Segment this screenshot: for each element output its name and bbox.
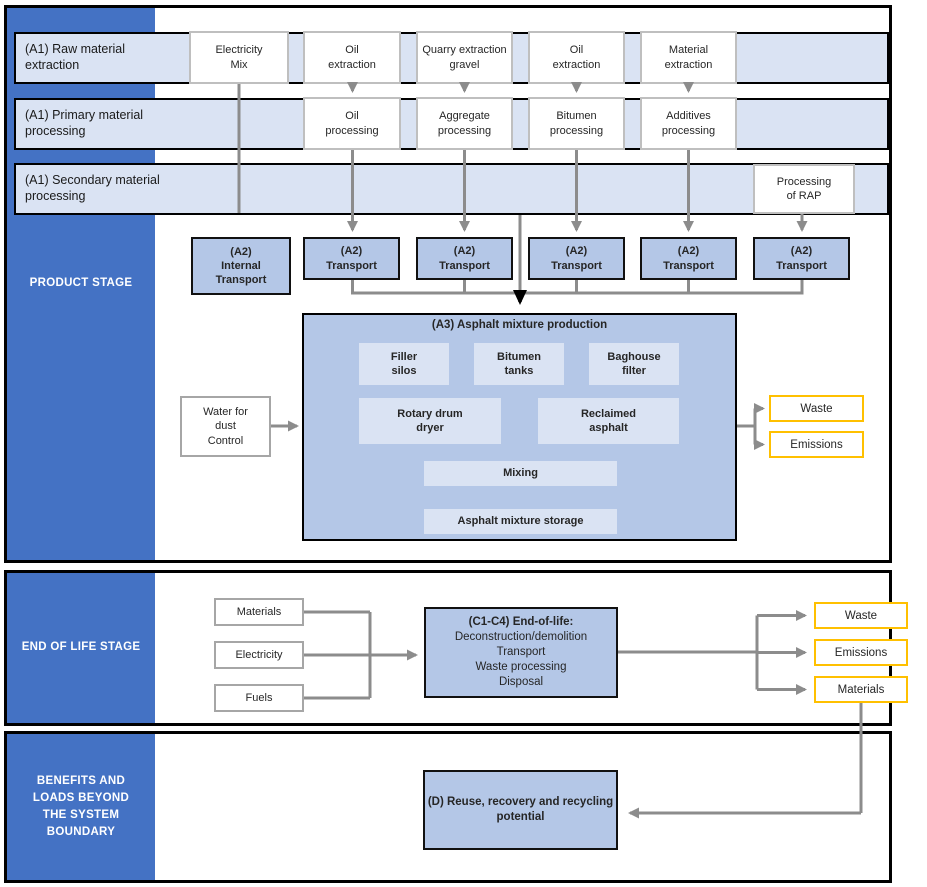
unit-mixing: Mixing [424, 461, 617, 486]
box-material-extraction: Material extraction [640, 31, 737, 84]
box-water-for-dust-control: Water for dust Control [180, 396, 271, 457]
box-d-reuse-recovery-recycling: (D) Reuse, recovery and recycling potent… [423, 770, 618, 850]
box-a2-transport-5: (A2) Transport [753, 237, 850, 280]
box-oil-processing: Oil processing [303, 97, 401, 150]
box-a2-transport-1: (A2) Transport [303, 237, 400, 280]
a3-title: (A3) Asphalt mixture production [431, 319, 608, 331]
c-box-step: Waste processing [475, 660, 567, 673]
box-a2-transport-3: (A2) Transport [528, 237, 625, 280]
box-aggregate-processing: Aggregate processing [416, 97, 513, 150]
c-box-title: (C1-C4) End-of-life: [468, 616, 574, 629]
box-additives-processing: Additives processing [640, 97, 737, 150]
output-waste-product: Waste [769, 395, 864, 422]
output-materials-eol: Materials [814, 676, 908, 703]
band-label: (A1) Secondary material processing [25, 173, 160, 203]
box-oil-extraction-1: Oil extraction [303, 31, 401, 84]
unit-filler-silos: Filler silos [359, 343, 449, 385]
box-quarry-extraction-gravel: Quarry extraction gravel [416, 31, 513, 84]
band-label: (A1) Primary material processing [25, 108, 144, 138]
input-electricity: Electricity [214, 641, 304, 669]
c-box-step: Disposal [498, 675, 544, 688]
output-emissions-eol: Emissions [814, 639, 908, 666]
benefits-sidebar: BENEFITS AND LOADS BEYOND THE SYSTEM BOU… [7, 734, 155, 880]
band-secondary-material-processing: (A1) Secondary material processing [14, 163, 889, 215]
box-electricity-mix: Electricity Mix [189, 31, 289, 84]
unit-reclaimed-asphalt: Reclaimed asphalt [538, 398, 679, 444]
c-box-step: Transport [496, 646, 546, 659]
unit-rotary-drum-dryer: Rotary drum dryer [359, 398, 501, 444]
c-box-step: Deconstruction/demolition [454, 631, 588, 644]
end-of-life-sidebar: END OF LIFE STAGE [7, 573, 155, 723]
box-a2-internal-transport: (A2) Internal Transport [191, 237, 291, 295]
box-c1-c4-end-of-life: (C1-C4) End-of-life: Deconstruction/demo… [424, 607, 618, 698]
unit-bitumen-tanks: Bitumen tanks [474, 343, 564, 385]
box-a3-asphalt-mixture-production: (A3) Asphalt mixture production Filler s… [302, 313, 737, 541]
unit-baghouse-filter: Baghouse filter [589, 343, 679, 385]
band-label: (A1) Raw material extraction [25, 42, 126, 72]
output-waste-eol: Waste [814, 602, 908, 629]
box-bitumen-processing: Bitumen processing [528, 97, 625, 150]
input-fuels: Fuels [214, 684, 304, 712]
product-stage-sidebar: PRODUCT STAGE [7, 8, 155, 560]
box-a2-transport-4: (A2) Transport [640, 237, 737, 280]
unit-asphalt-mixture-storage: Asphalt mixture storage [424, 509, 617, 534]
input-materials: Materials [214, 598, 304, 626]
end-of-life-section: END OF LIFE STAGE [4, 570, 892, 726]
box-a2-transport-2: (A2) Transport [416, 237, 513, 280]
box-processing-of-rap: Processing of RAP [753, 164, 855, 214]
benefits-label: BENEFITS AND LOADS BEYOND THE SYSTEM BOU… [32, 774, 130, 839]
output-emissions-product: Emissions [769, 431, 864, 458]
box-oil-extraction-2: Oil extraction [528, 31, 625, 84]
end-of-life-label: END OF LIFE STAGE [21, 641, 141, 654]
product-stage-label: PRODUCT STAGE [29, 277, 133, 290]
